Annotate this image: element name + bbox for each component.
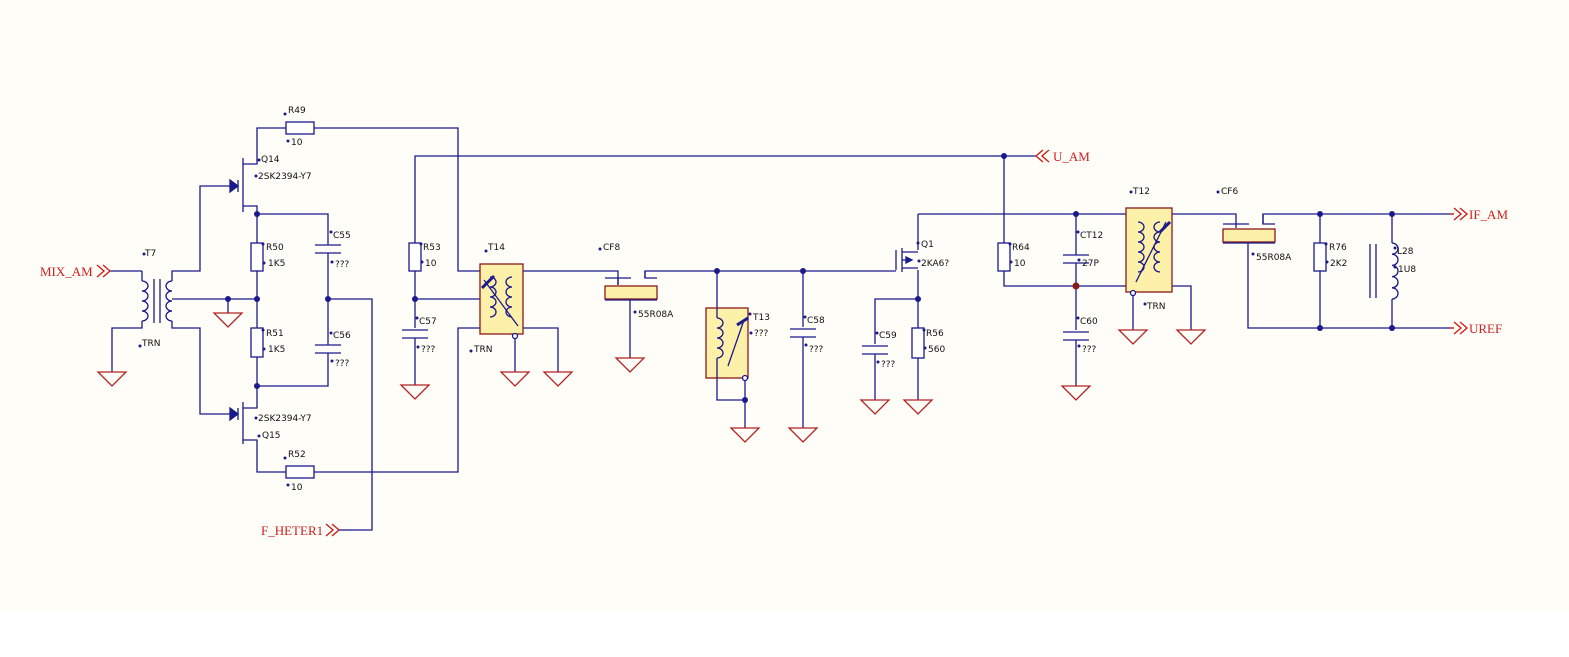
c58-value-label: ??? (809, 345, 824, 355)
transistor-q1[interactable]: Q1 2KA6? (895, 240, 949, 272)
r51-value-label: 1K5 (268, 345, 285, 355)
ground-symbols (96, 312, 1207, 443)
ceramic-filter-cf6[interactable]: CF6 55R08A (1216, 187, 1293, 263)
c60-ref-label: C60 (1080, 317, 1098, 327)
c59-value-label: ??? (881, 360, 896, 370)
r49-value-label: 10 (291, 138, 303, 148)
capacitor-c59[interactable]: C59 ??? (862, 331, 897, 370)
q15-ref-label: Q15 (262, 431, 281, 441)
port-if-am-label: IF_AM (1469, 207, 1508, 222)
port-u-am-label: U_AM (1053, 149, 1090, 164)
c59-ref-label: C59 (879, 331, 897, 341)
r76-ref-label: R76 (1329, 243, 1347, 253)
t7-value-label: TRN (141, 339, 160, 349)
c56-value-label: ??? (335, 359, 350, 369)
r53-value-label: 10 (425, 259, 437, 269)
coil-t13[interactable]: T13 ??? (705, 307, 770, 382)
capacitor-c60[interactable]: C60 ??? (1063, 316, 1098, 356)
port-mix-am-label: MIX_AM (40, 264, 93, 279)
capacitor-c55[interactable]: C55 ??? (315, 230, 351, 271)
q15-value-label: 2SK2394-Y7 (258, 414, 312, 424)
resistor-r53[interactable]: R53 10 (408, 242, 441, 272)
t7-ref-label: T7 (144, 249, 156, 259)
r49-ref-label: R49 (288, 106, 306, 116)
r51-ref-label: R51 (266, 329, 284, 339)
transistor-q14[interactable]: Q14 2SK2394-Y7 (229, 155, 312, 194)
resistor-r76[interactable]: R76 2K2 (1313, 242, 1347, 272)
cf6-value-label: 55R08A (1256, 253, 1292, 263)
q14-ref-label: Q14 (261, 155, 280, 165)
t12-value-label: TRN (1146, 302, 1165, 312)
port-mix-am[interactable]: MIX_AM (40, 264, 112, 279)
q1-value-label: 2KA6? (921, 259, 949, 269)
port-if-am[interactable]: IF_AM (1450, 207, 1508, 222)
t14-ref-label: T14 (487, 243, 505, 253)
capacitor-c57[interactable]: C57 ??? (402, 316, 437, 356)
ceramic-filter-cf8[interactable]: CF8 55R08A (598, 243, 675, 320)
r56-value-label: 560 (928, 345, 945, 355)
port-uref[interactable]: UREF (1450, 321, 1502, 336)
c55-ref-label: C55 (333, 231, 351, 241)
resistor-r50[interactable]: R50 1K5 (250, 242, 285, 272)
cf8-ref-label: CF8 (603, 243, 620, 253)
port-uref-label: UREF (1469, 321, 1502, 336)
inductor-l28[interactable]: L28 1U8 (1369, 242, 1416, 300)
capacitor-c56[interactable]: C56 ??? (315, 331, 351, 369)
resistor-r51[interactable]: R51 1K5 (250, 327, 285, 358)
resistor-r56[interactable]: R56 560 (911, 327, 945, 359)
transformer-t7[interactable]: T7 TRN (138, 249, 173, 349)
wires (110, 127, 1450, 531)
r64-value-label: 10 (1014, 259, 1026, 269)
l28-ref-label: L28 (1397, 247, 1414, 257)
capacitor-c58[interactable]: C58 ??? (790, 315, 825, 356)
port-f-heter1-label: F_HETER1 (261, 523, 323, 538)
c55-value-label: ??? (335, 260, 350, 270)
port-u-am[interactable]: U_AM (1034, 149, 1090, 164)
resistor-r49[interactable]: R49 10 (283, 106, 315, 148)
c57-ref-label: C57 (419, 317, 437, 327)
r64-ref-label: R64 (1012, 243, 1030, 253)
c56-ref-label: C56 (333, 331, 351, 341)
ct12-value-label: 27P (1082, 259, 1099, 269)
r50-ref-label: R50 (266, 243, 284, 253)
r52-value-label: 10 (291, 483, 303, 493)
cf6-ref-label: CF6 (1221, 187, 1238, 197)
t13-value-label: ??? (754, 329, 769, 339)
c60-value-label: ??? (1082, 345, 1097, 355)
junctions (225, 153, 1395, 403)
c57-value-label: ??? (421, 345, 436, 355)
r76-value-label: 2K2 (1330, 259, 1347, 269)
schematic-sheet (0, 0, 1569, 610)
resistor-r52[interactable]: R52 10 (283, 450, 315, 493)
transistor-q15[interactable]: 2SK2394-Y7 Q15 (229, 406, 312, 441)
r52-ref-label: R52 (288, 450, 306, 460)
resistor-r64[interactable]: R64 10 (997, 242, 1030, 272)
l28-value-label: 1U8 (1398, 265, 1416, 275)
r56-ref-label: R56 (926, 329, 944, 339)
r53-ref-label: R53 (423, 243, 441, 253)
ct12-ref-label: CT12 (1080, 231, 1103, 241)
q1-ref-label: Q1 (921, 240, 934, 250)
port-f-heter1[interactable]: F_HETER1 (261, 523, 352, 538)
c58-ref-label: C58 (807, 316, 825, 326)
t13-ref-label: T13 (752, 313, 770, 323)
transformer-t14[interactable]: T14 TRN (469, 243, 524, 355)
t14-value-label: TRN (473, 345, 492, 355)
t12-ref-label: T12 (1132, 187, 1150, 197)
transformer-t12[interactable]: T12 TRN (1125, 187, 1173, 312)
capacitor-ct12[interactable]: CT12 27P (1063, 230, 1103, 270)
q14-value-label: 2SK2394-Y7 (258, 172, 312, 182)
cf8-value-label: 55R08A (638, 310, 674, 320)
r50-value-label: 1K5 (268, 259, 285, 269)
